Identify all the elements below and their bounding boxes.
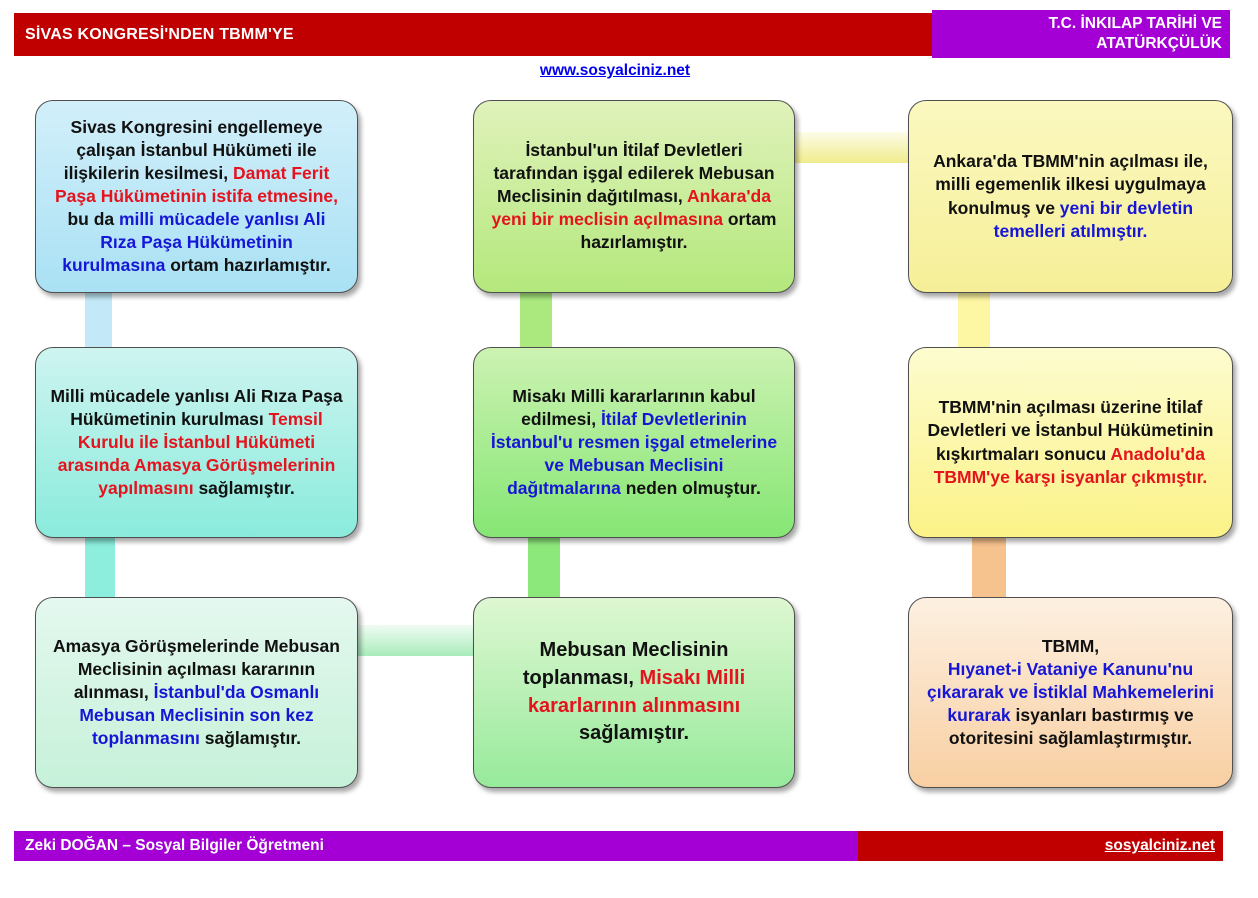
website-link[interactable]: www.sosyalciniz.net (539, 62, 691, 79)
connector-box7-box8 (352, 625, 478, 656)
flow-box-text: İstanbul'un İtilaf Devletleri tarafından… (491, 139, 777, 253)
flow-box-text: TBMM'nin açılması üzerine İtilaf Devletl… (927, 397, 1214, 487)
connector-box5-box8 (528, 534, 560, 602)
flow-box-amasya-gorusmeleri: Amasya Görüşmelerinde Mebusan Meclisinin… (35, 597, 358, 788)
course-title-line2: ATATÜRKÇÜLÜK (1096, 35, 1222, 52)
connector-box1-box4 (85, 290, 112, 352)
footer-website-bar: sosyalciniz.net (858, 831, 1223, 861)
flow-box-sivas-kongresi: Sivas Kongresini engellemeye çalışan İst… (35, 100, 358, 293)
flow-box-tbmm-otorite: TBMM,Hıyanet-i Vataniye Kanunu'nu çıkara… (908, 597, 1233, 788)
footer-author-bar: Zeki DOĞAN – Sosyal Bilgiler Öğretmeni (14, 831, 858, 861)
flow-box-text: Misakı Milli kararlarının kabul edilmesi… (490, 385, 778, 499)
flow-box-ali-riza-pasa: Milli mücadele yanlısı Ali Rıza Paşa Hük… (35, 347, 358, 538)
flow-box-text: Ankara'da TBMM'nin açılması ile, milli e… (933, 151, 1208, 241)
page-title-bar: SİVAS KONGRESİ'NDEN TBMM'YE (14, 13, 932, 56)
connector-box2-box5 (520, 290, 552, 352)
flow-box-istanbul-isgal: İstanbul'un İtilaf Devletleri tarafından… (473, 100, 795, 293)
flow-box-isyanlar: TBMM'nin açılması üzerine İtilaf Devletl… (908, 347, 1233, 538)
page-title: SİVAS KONGRESİ'NDEN TBMM'YE (25, 25, 294, 43)
connector-box2-box3 (790, 132, 912, 163)
flow-box-text: Mebusan Meclisinin toplanması, Misakı Mi… (522, 639, 746, 745)
flow-box-text: Sivas Kongresini engellemeye çalışan İst… (54, 116, 338, 276)
course-title-bar: T.C. İNKILAP TARİHİ VE ATATÜRKÇÜLÜK (932, 10, 1230, 58)
connector-box4-box7 (85, 534, 115, 602)
flow-box-tbmm-acilmasi: Ankara'da TBMM'nin açılması ile, milli e… (908, 100, 1233, 293)
footer-website-link[interactable]: sosyalciniz.net (1104, 837, 1215, 854)
connector-box3-box6 (958, 290, 990, 352)
flow-box-mebusan-toplanmasi: Mebusan Meclisinin toplanması, Misakı Mi… (473, 597, 795, 788)
flow-box-text: Milli mücadele yanlısı Ali Rıza Paşa Hük… (50, 385, 343, 499)
connector-box6-box9 (972, 534, 1006, 602)
flow-box-text: Amasya Görüşmelerinde Mebusan Meclisinin… (53, 635, 340, 749)
flow-box-misaki-milli-kabul: Misakı Milli kararlarının kabul edilmesi… (473, 347, 795, 538)
flow-box-text: TBMM,Hıyanet-i Vataniye Kanunu'nu çıkara… (927, 635, 1214, 749)
footer-author: Zeki DOĞAN – Sosyal Bilgiler Öğretmeni (25, 837, 324, 854)
course-title-line1: T.C. İNKILAP TARİHİ VE (1048, 14, 1222, 32)
website-link-wrap: www.sosyalciniz.net (0, 62, 1230, 80)
